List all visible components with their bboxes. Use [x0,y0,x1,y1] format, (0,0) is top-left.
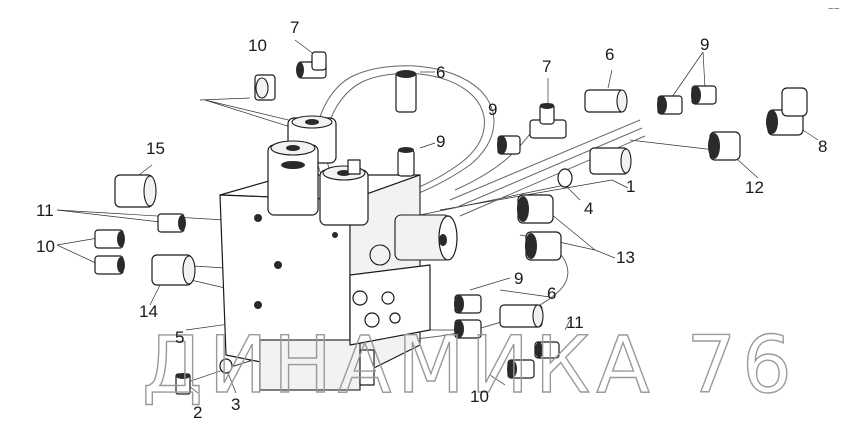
cartridge-valves [267,115,369,226]
callout-label-1: 1 [626,177,635,196]
callout-label-7a: 7 [290,18,299,37]
fitting-15 [114,174,157,208]
watermark-text: ДИНАМИКА 76 [142,321,798,411]
callout-label-9c: 9 [436,132,445,151]
callout-label-11a: 11 [36,201,54,220]
fitting-12 [708,131,741,161]
callout-label-5: 5 [175,328,184,347]
fitting-11-left [157,213,186,233]
elbow-8 [766,87,808,136]
callout-label-7b: 7 [542,57,551,76]
tee-7-left [296,51,327,79]
o-ring-4 [557,168,573,188]
fitting-14 [151,254,196,286]
callout-label-9a: 9 [700,35,709,54]
corner-mark: ~~ [828,4,840,15]
fitting-9-right [497,135,521,155]
callout-label-9d: 9 [514,269,523,288]
callout-label-4: 4 [584,199,593,218]
fitting-9-lower [454,294,482,314]
callout-label-10c: 10 [470,387,489,406]
callout-label-14: 14 [139,302,158,321]
fitting-6-right [584,89,628,113]
fitting-6-lower [499,304,544,328]
callout-label-3: 3 [231,395,240,414]
fitting-9-pair [657,85,717,115]
fitting-10-lower [454,319,535,379]
callout-label-10a: 10 [248,36,267,55]
fitting-13-pair [517,194,562,261]
fitting-10-left-pair [94,229,125,275]
callout-label-11b: 11 [566,313,584,332]
fitting-1 [589,147,632,175]
callout-label-6a: 6 [436,63,445,82]
tee-7-right [529,103,567,139]
fitting-6-center [395,70,417,113]
callout-label-6b: 6 [605,45,614,64]
fitting-9-center [397,147,415,177]
callout-label-13: 13 [616,248,635,267]
washer-3 [219,358,233,374]
callout-label-6c: 6 [547,284,556,303]
callout-label-10b: 10 [36,237,55,256]
callout-label-8: 8 [818,137,827,156]
bolt-2 [175,373,191,395]
callout-labels: 1 2 3 4 5 6 6 6 7 7 8 9 9 9 9 10 10 10 1… [36,18,827,422]
callout-label-12: 12 [745,178,764,197]
fitting-11-lower [534,341,560,359]
callout-label-15: 15 [146,139,165,158]
fittings [94,51,808,395]
side-cylinder [394,214,458,261]
callout-label-9b: 9 [488,100,497,119]
callout-label-2: 2 [193,403,202,422]
fitting-10-top [254,74,276,101]
